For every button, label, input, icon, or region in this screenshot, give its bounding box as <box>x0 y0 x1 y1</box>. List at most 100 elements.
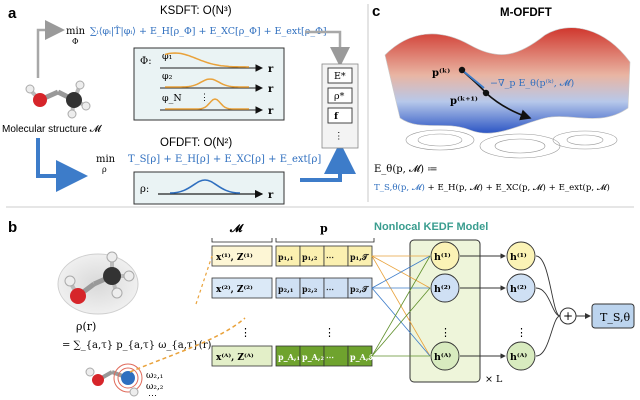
omega-label-3: ⋯ <box>148 391 157 400</box>
coeff-label-2-1: p₂,₁ <box>278 284 293 294</box>
phi-label: Φ: <box>140 56 152 67</box>
m-ofdft-title: M-OFDFT <box>500 7 552 19</box>
point-p-k1 <box>482 89 490 97</box>
atom-label-2: x⁽²⁾, Z⁽²⁾ <box>216 284 253 295</box>
molecule-b <box>64 251 135 304</box>
times-L: × L <box>485 374 503 385</box>
coeff-label-2-4: p₂,𝒯 <box>350 284 370 294</box>
ofdft-equation: T_S[ρ] + E_H[ρ] + E_XC[ρ] + E_ext[ρ] <box>128 154 321 165</box>
contour-lines <box>405 129 618 159</box>
edge-3-2 <box>371 287 431 357</box>
atom-box-3 <box>211 345 273 367</box>
orbital-r-label-2: r <box>268 84 274 95</box>
atom-label-3: x⁽ᴬ⁾, Z⁽ᴬ⁾ <box>216 352 254 363</box>
panel-c-label: c <box>372 3 380 20</box>
coeff-label-1-4: p₁,𝒯 <box>350 252 370 262</box>
coeff-label-1-1: p₁,₁ <box>278 252 293 262</box>
orbital-label-3: φ_N <box>162 93 182 104</box>
edge-3-1 <box>371 255 431 357</box>
out-node-1 <box>506 241 536 271</box>
energy-definition-line2: T_S,θ(p, 𝓜) + E_H(p, 𝓜) + E_XC(p, 𝓜) + E… <box>374 182 610 193</box>
model-title: Nonlocal KEDF Model <box>374 221 488 233</box>
coeff-label-3-2: p_A,₂ <box>302 352 325 362</box>
orbital-curve-3 <box>165 98 249 110</box>
basis-connector <box>129 317 246 373</box>
atom-box-2 <box>211 277 273 299</box>
coeff-label-3-3: ⋯ <box>326 352 334 362</box>
out-node-3 <box>506 341 536 371</box>
out-label-3: h⁽ᴬ⁾ <box>510 352 527 363</box>
orbitals-box <box>133 47 285 121</box>
orbital-curve-2 <box>165 78 249 88</box>
ofdft-min: min <box>96 154 116 165</box>
rho-label: ρ: <box>140 184 149 195</box>
coeff-label-2-3: ⋯ <box>326 284 334 294</box>
orbital-r-label-1: r <box>268 64 274 75</box>
edge-2-1 <box>371 255 431 289</box>
out-label-2: h⁽²⁾ <box>510 284 527 295</box>
orbital-curve-1 <box>164 52 249 68</box>
ksdft-equation: ∑ᵢ⟨φᵢ|T̂|φᵢ⟩ + E_H[ρ_Φ] + E_XC[ρ_Φ] + E_… <box>90 25 327 37</box>
coeff-label-1-2: p₁,₂ <box>302 252 318 262</box>
rho-r-label: r <box>268 190 274 201</box>
ksdft-min-sub: Φ <box>72 37 79 46</box>
output-boxes: E*ρ*f⋮ <box>321 63 359 149</box>
p-k1-label: p⁽ᵏ⁺¹⁾ <box>450 96 478 107</box>
hidden-node-2 <box>430 273 460 303</box>
molecular-structure-label: Molecular structure 𝓜 <box>2 124 103 135</box>
coeff-label-2-2: p₂,₂ <box>302 284 318 294</box>
hidden-node-3 <box>430 341 460 371</box>
ksdft-input-arrow <box>36 20 65 78</box>
vdots-M: ⋮ <box>240 326 251 339</box>
output-box-1 <box>327 67 353 84</box>
molecule-to-rows-connector <box>195 255 213 305</box>
out-node-2 <box>506 273 536 303</box>
ofdft-input-arrow <box>36 138 88 192</box>
omega-label-1: ω₂,₁ <box>146 371 163 381</box>
coeff-label-3-1: p_A,₁ <box>278 352 300 362</box>
p-k-label: p⁽ᵏ⁾ <box>432 68 450 79</box>
output-label-4: ⋮ <box>334 131 344 142</box>
orbital-dots: ⋮ <box>200 93 209 103</box>
rho-curve <box>169 179 241 194</box>
orbital-label-1: φ₁ <box>162 51 173 62</box>
out-label-1: h⁽¹⁾ <box>510 252 527 263</box>
output-kedf-label: T_S,θ <box>600 311 630 324</box>
orbital-r-label-3: r <box>268 106 274 117</box>
ofdft-min-sub: ρ <box>102 165 107 174</box>
vdots-p: ⋮ <box>324 326 335 339</box>
output-box-3 <box>327 107 353 124</box>
header-p-bracket <box>275 238 375 243</box>
panel-a-label: a <box>8 5 17 22</box>
output-label-1: E* <box>334 71 346 82</box>
orbital-label-2: φ₂ <box>162 71 173 82</box>
hidden-label-2: h⁽²⁾ <box>434 284 451 295</box>
molecule-a <box>25 80 91 119</box>
sum-edge-3 <box>535 315 561 357</box>
vdots-out: ⋮ <box>516 326 527 339</box>
panel-b: b ρ(r) = ∑_{a,τ} p_{a,τ} ω_{a,τ}(r) <box>8 219 635 400</box>
hidden-label-3: h⁽ᴬ⁾ <box>434 352 451 363</box>
basis-molecule <box>85 363 143 397</box>
point-p-k <box>458 66 466 74</box>
ofdft-title: OFDFT: O(N²) <box>160 137 232 149</box>
hidden-label-1: h⁽¹⁾ <box>434 252 451 263</box>
hidden-node-1 <box>430 241 460 271</box>
density-expansion: = ∑_{a,τ} p_{a,τ} ω_{a,τ}(r) <box>62 340 211 351</box>
density-box <box>133 171 285 205</box>
atom-label-1: x⁽¹⁾, Z⁽¹⁾ <box>216 252 253 263</box>
sum-symbol: + <box>563 309 573 323</box>
ofdft-output-arrow <box>300 142 356 182</box>
energy-definition-line1: E_θ(p, 𝓜) ≔ <box>374 164 438 175</box>
ksdft-min: min <box>66 26 86 37</box>
panel-a: a KSDFT: O(N³) min Φ ∑ᵢ⟨φᵢ|T̂|φᵢ⟩ + E_H[… <box>2 5 359 205</box>
coeff-label-1-3: ⋯ <box>326 252 334 262</box>
header-M-bracket <box>211 238 273 243</box>
coeff-label-3-4: p_A,𝒯 <box>350 352 377 362</box>
input-rows: x⁽¹⁾, Z⁽¹⁾ p₁,₁ p₁,₂ ⋯ p₁,𝒯 h⁽¹⁾ h⁽¹⁾ x⁽²⁾, Z⁽²… <box>195 241 561 371</box>
output-label-3: f <box>334 111 339 122</box>
sum-edge-1 <box>535 255 561 317</box>
ksdft-output-arrow <box>305 30 350 67</box>
